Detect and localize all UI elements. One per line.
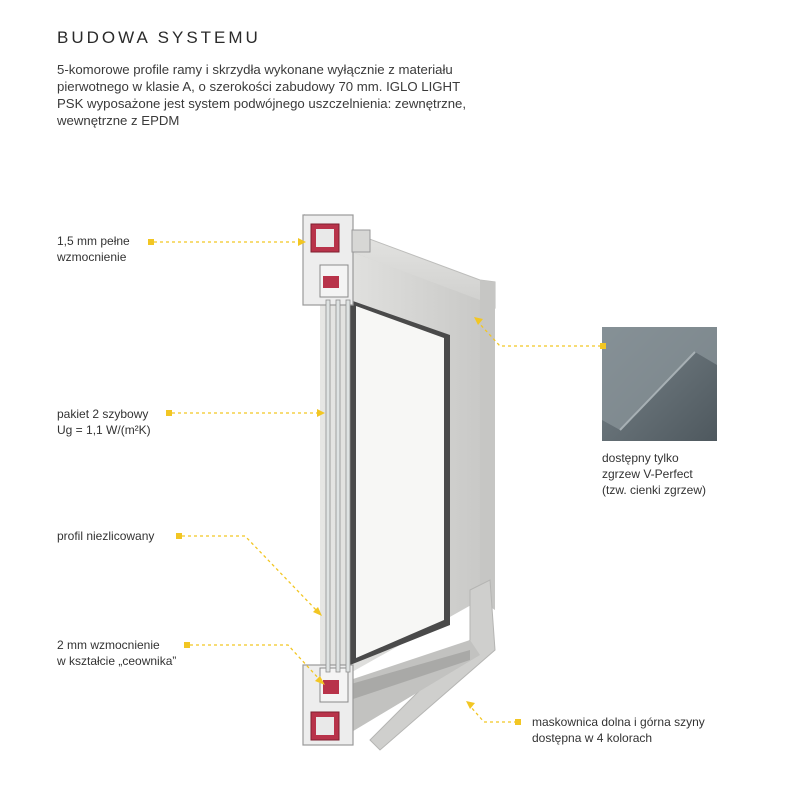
intro-text: 5-komorowe profile ramy i skrzydła wykon… (57, 61, 557, 129)
callout-line: dostępny tylko (602, 451, 679, 465)
arrow-icon (317, 409, 325, 417)
callout-reinforcement-channel: 2 mm wzmocnienie w kształcie „ceownika” (57, 637, 176, 669)
intro-line-4: wewnętrzne z EPDM (57, 113, 180, 128)
callout-dots (148, 239, 606, 725)
callout-dot (148, 239, 154, 245)
page-title: BUDOWA SYSTEMU (57, 28, 261, 47)
weld-sample-image (602, 327, 717, 441)
callout-line: pakiet 2 szybowy (57, 407, 149, 421)
arrow-icon (313, 607, 322, 616)
callout-leaders (154, 241, 601, 723)
arrow-icon (474, 317, 483, 325)
callout-line: wzmocnienie (57, 250, 127, 264)
callout-weld: dostępny tylko zgrzew V-Perfect (tzw. ci… (602, 450, 706, 498)
window-frame (303, 214, 496, 751)
intro-line-2: pierwotnego w klasie A, o szerokości zab… (57, 79, 461, 94)
glass-panes (325, 299, 351, 673)
arrow-icon (298, 238, 306, 246)
callout-dot (184, 642, 190, 648)
callout-line: dostępna w 4 kolorach (532, 731, 653, 745)
callout-arrows (298, 238, 483, 709)
bottom-profile-section (302, 664, 354, 746)
callout-dot (176, 533, 182, 539)
callout-dot (600, 343, 606, 349)
callout-dot (166, 410, 172, 416)
intro-line-1: 5-komorowe profile ramy i skrzydła wykon… (57, 62, 453, 77)
callout-glazing: pakiet 2 szybowy Ug = 1,1 W/(m²K) (57, 406, 151, 438)
callout-line: Ug = 1,1 W/(m²K) (57, 423, 151, 437)
callout-line: 1,5 mm pełne (57, 234, 130, 248)
callout-reinforcement-full: 1,5 mm pełne wzmocnienie (57, 233, 130, 265)
intro-line-3: PSK wyposażone jest system podwójnego us… (57, 96, 467, 111)
callout-rail-cover: maskownica dolna i górna szyny dostępna … (532, 714, 705, 746)
callout-dot (515, 719, 521, 725)
callout-line: (tzw. cienki zgrzew) (602, 483, 707, 497)
callout-line: profil niezlicowany (57, 529, 155, 543)
arrow-icon (466, 701, 475, 709)
top-profile-section (302, 214, 371, 306)
callout-profile: profil niezlicowany (57, 528, 154, 544)
callout-line: 2 mm wzmocnienie (57, 638, 160, 652)
arrow-icon (315, 676, 325, 685)
callout-line: w kształcie „ceownika” (57, 654, 177, 668)
callout-line: maskownica dolna i górna szyny (532, 715, 705, 729)
callout-line: zgrzew V-Perfect (602, 467, 693, 481)
